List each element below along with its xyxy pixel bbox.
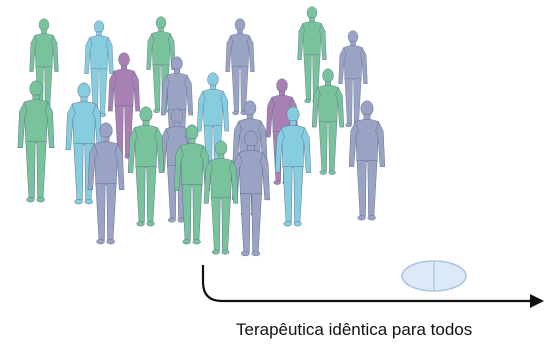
arrow-icon — [203, 265, 544, 308]
person-silhouette-icon — [128, 107, 164, 226]
caption-text: Terapêutica idêntica para todos — [236, 320, 472, 340]
population-group — [18, 7, 385, 256]
person-silhouette-icon — [226, 19, 255, 115]
pill-icon — [402, 261, 466, 291]
